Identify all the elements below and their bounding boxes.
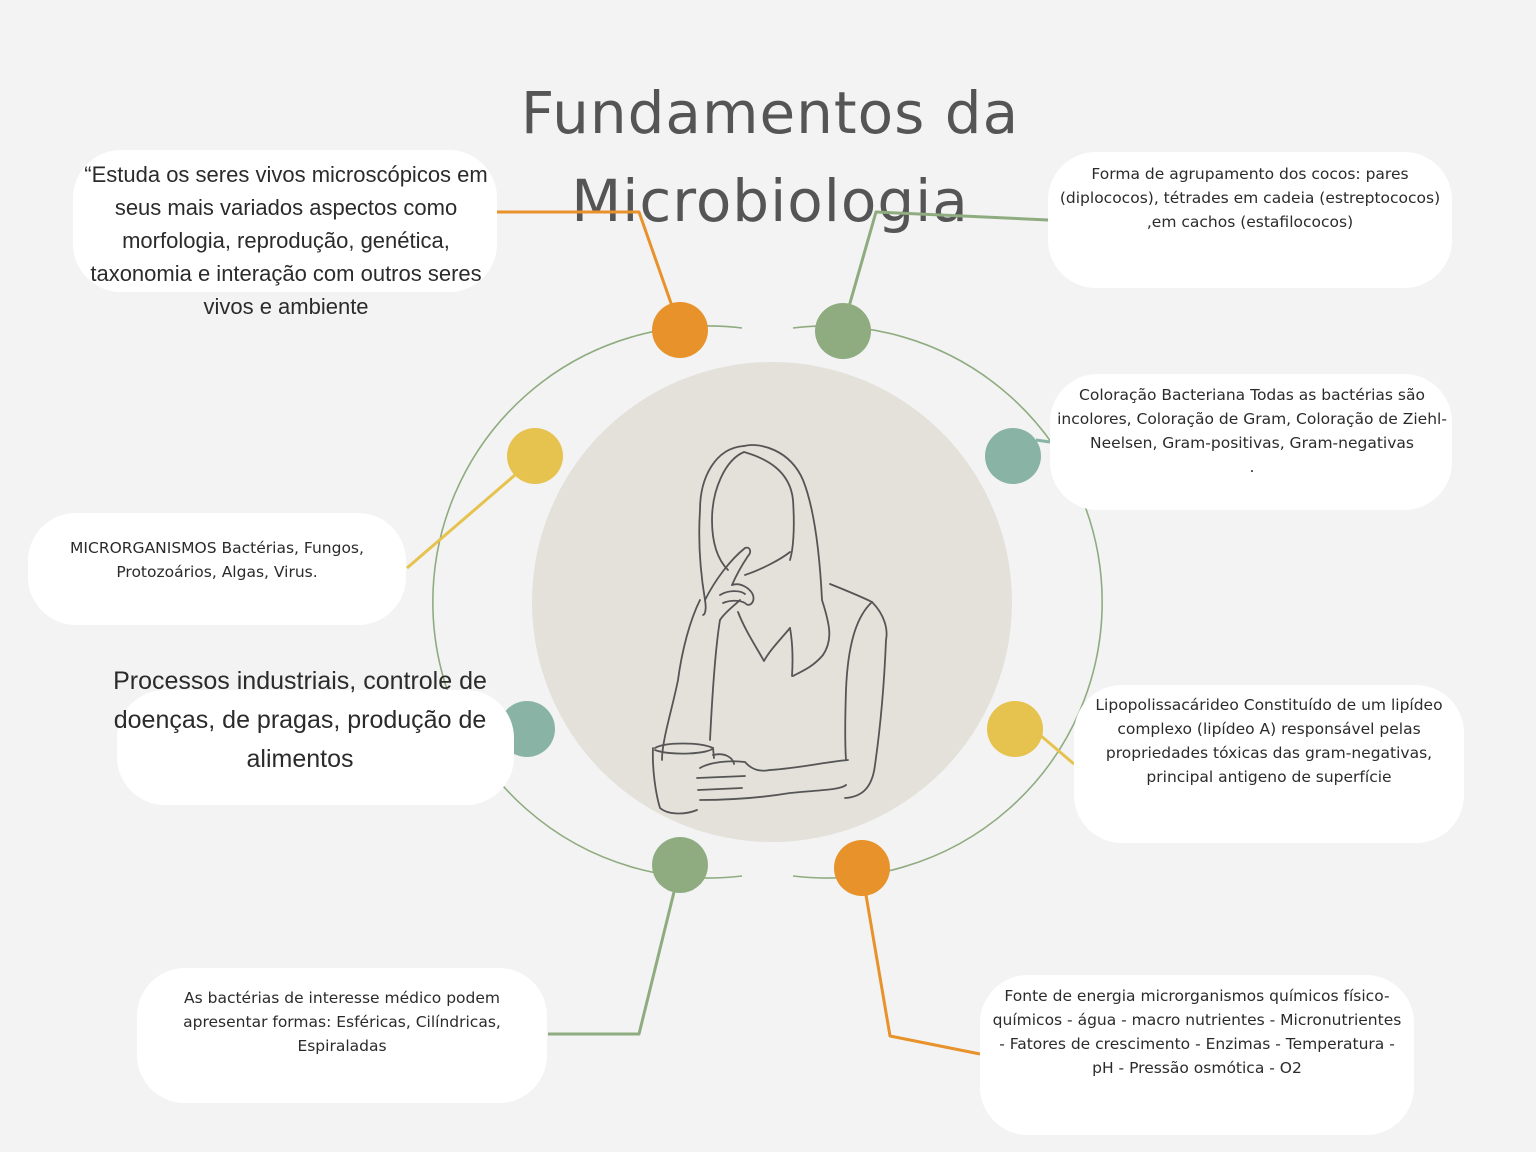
card-definicao <box>73 150 497 292</box>
card-text-definicao: “Estuda os seres vivos microscópicos em … <box>84 162 488 319</box>
connector-coloracao <box>1035 438 1051 444</box>
card-microrganismos <box>28 513 406 625</box>
card-lipopolissacarideo <box>1074 685 1464 843</box>
connector-definicao <box>497 210 674 307</box>
center-disc <box>532 362 1012 842</box>
node-dot-agrupamento[interactable] <box>815 303 871 359</box>
page-title: Fundamentos da Microbiologia <box>420 69 1120 245</box>
card-text-microrganismos: MICRORGANISMOS Bactérias, Fungos, Protoz… <box>70 539 364 581</box>
card-text-fonte-energia: Fonte de energia microrganismos químicos… <box>992 987 1402 1077</box>
card-text-agrupamento: Forma de agrupamento dos cocos: pares (d… <box>1059 165 1441 231</box>
node-dot-lipopolissacarideo[interactable] <box>987 701 1043 757</box>
connector-fonte-energia <box>864 894 981 1056</box>
connector-agrupamento <box>846 210 1049 311</box>
card-text-aplicacoes: Processos industriais, controle de doenç… <box>113 667 487 773</box>
card-fonte-energia <box>980 975 1414 1135</box>
card-text-lipopolissacarideo: Lipopolissacárideo Constituído de um lip… <box>1095 696 1443 786</box>
title-line-2: Microbiologia <box>571 166 969 235</box>
connector-microrganismos <box>406 473 516 570</box>
connector-formas <box>548 891 676 1036</box>
card-text-coloracao: Coloração Bacteriana Todas as bactérias … <box>1057 386 1447 476</box>
title-line-1: Fundamentos da <box>520 78 1020 147</box>
orbit-ring <box>432 325 1103 879</box>
card-coloracao <box>1050 374 1452 510</box>
node-dot-coloracao[interactable] <box>985 428 1041 484</box>
node-dot-formas[interactable] <box>652 837 708 893</box>
connector-lipopolissacarideo <box>1039 733 1075 766</box>
card-agrupamento <box>1048 152 1452 288</box>
node-dot-definicao[interactable] <box>652 302 708 358</box>
woman-thinking-illustration <box>651 444 888 815</box>
card-text-formas: As bactérias de interesse médico podem a… <box>183 989 501 1055</box>
node-dot-microrganismos[interactable] <box>507 428 563 484</box>
card-formas <box>137 968 547 1103</box>
card-aplicacoes <box>117 690 514 805</box>
node-dot-fonte-energia[interactable] <box>834 840 890 896</box>
